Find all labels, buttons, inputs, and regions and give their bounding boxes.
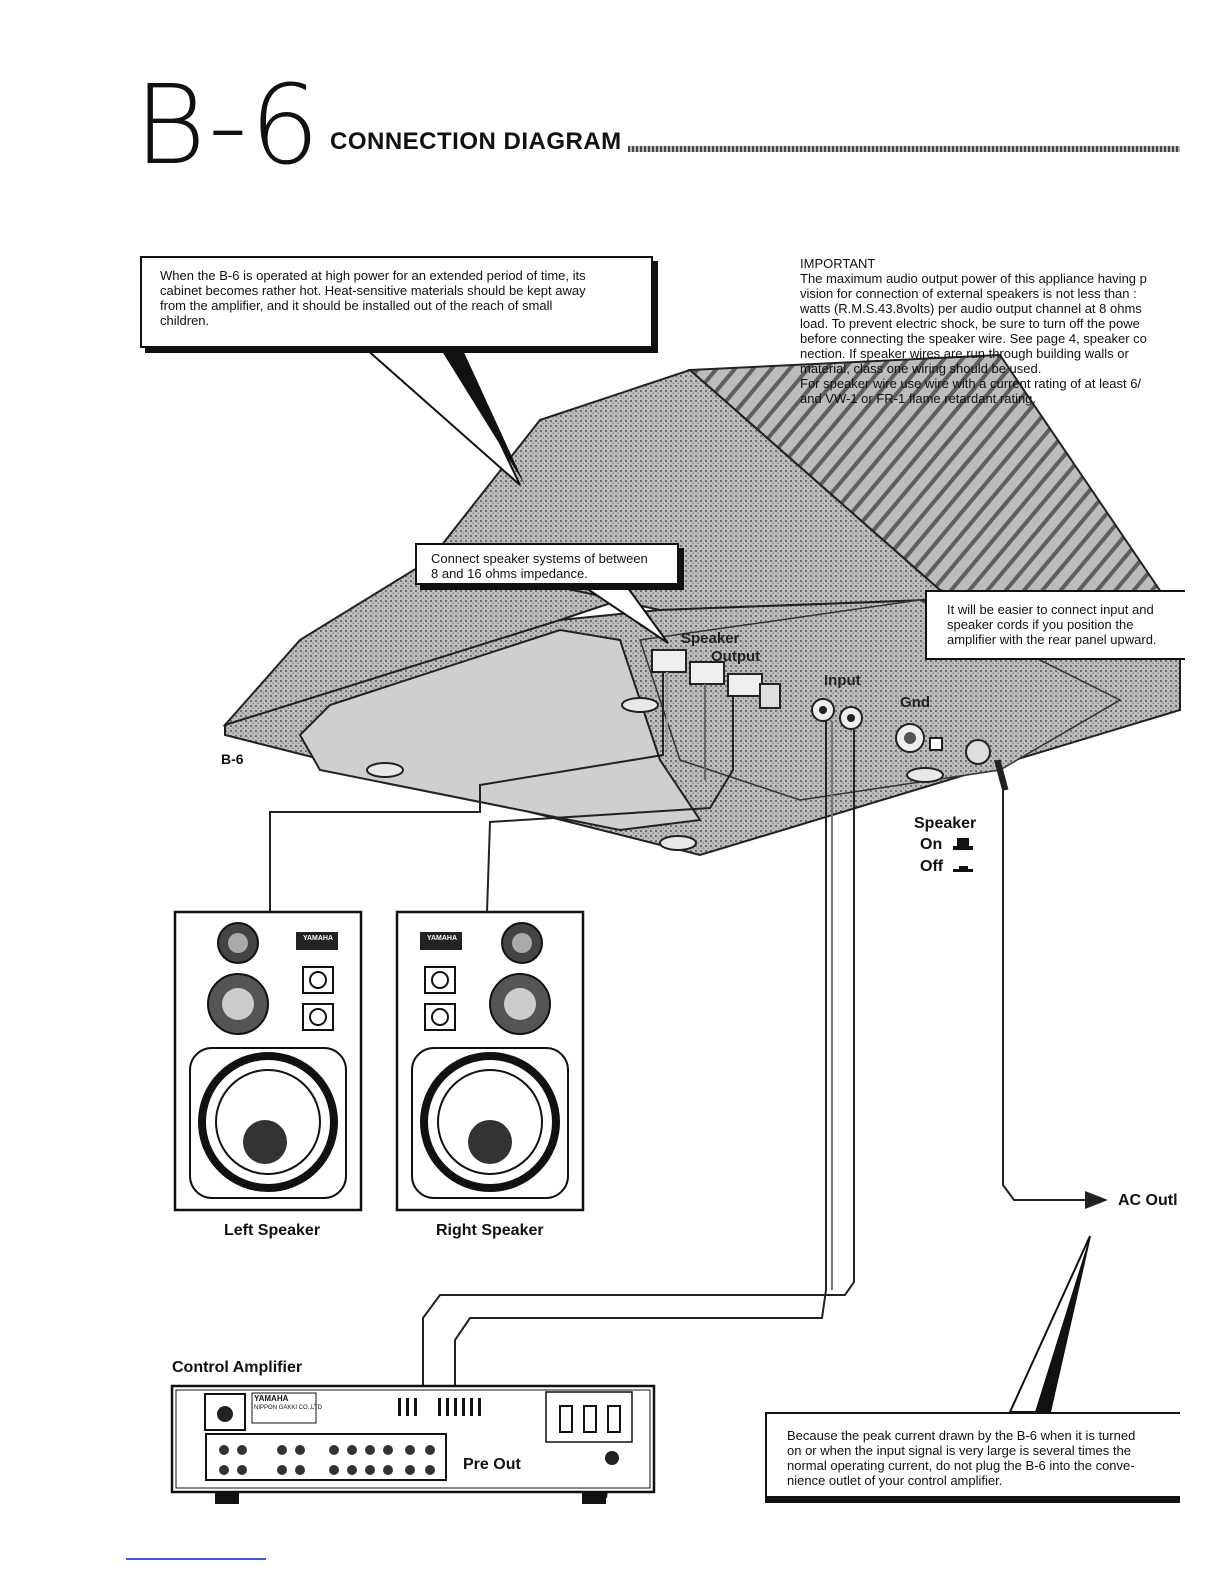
brand-badge-right (420, 932, 462, 950)
speaker-switch-icons (953, 838, 973, 872)
unit-label: B-6 (221, 751, 244, 767)
brand-label-right: YAMAHA (426, 935, 458, 942)
pre-out-label: Pre Out (463, 1456, 521, 1473)
peak-current-callout: Because the peak current drawn by the B-… (765, 1412, 1180, 1498)
speaker-output-label-1: Speaker (681, 630, 740, 647)
control-amplifier-panel (170, 1384, 656, 1504)
model-title: B-6 (134, 61, 322, 189)
left-speaker (173, 910, 363, 1212)
important-heading: IMPORTANT (800, 256, 876, 271)
gnd-label: Gnd (900, 694, 930, 711)
important-note: The maximum audio output power of this a… (800, 271, 1147, 406)
heat-warning-callout: When the B-6 is operated at high power f… (140, 256, 653, 348)
speaker-off-label: Off (920, 858, 944, 875)
amp-maker-label: NIPPON GAKKI CO.,LTD (254, 1405, 322, 1411)
speaker-output-terminals (651, 649, 781, 709)
power-cord-entry (965, 739, 991, 765)
ac-outlet-label: AC Outl (1118, 1192, 1178, 1209)
ac-outlet-arrow (1085, 1191, 1108, 1209)
control-amplifier-label: Control Amplifier (172, 1359, 303, 1376)
title-rule (628, 146, 1180, 152)
position-callout: It will be easier to connect input and s… (925, 590, 1185, 660)
speaker-output-label-2: Output (711, 648, 761, 665)
speaker-switch-label: Speaker (914, 815, 977, 832)
callout-pointers (362, 347, 1091, 1413)
speaker-on-label: On (920, 836, 943, 853)
gnd-terminal (895, 723, 943, 753)
diagram-subtitle: CONNECTION DIAGRAM (330, 128, 622, 155)
amp-brand-label: YAMAHA (254, 1394, 289, 1403)
input-jacks (811, 698, 863, 730)
bottom-rule (126, 1558, 266, 1560)
right-speaker (395, 910, 585, 1212)
brand-label-left: YAMAHA (302, 935, 334, 942)
right-speaker-label: Right Speaker (436, 1222, 544, 1239)
brand-badge-left (296, 932, 338, 950)
input-label: Input (824, 672, 861, 689)
left-speaker-label: Left Speaker (224, 1222, 321, 1239)
impedance-callout: Connect speaker systems of between 8 and… (415, 543, 679, 585)
